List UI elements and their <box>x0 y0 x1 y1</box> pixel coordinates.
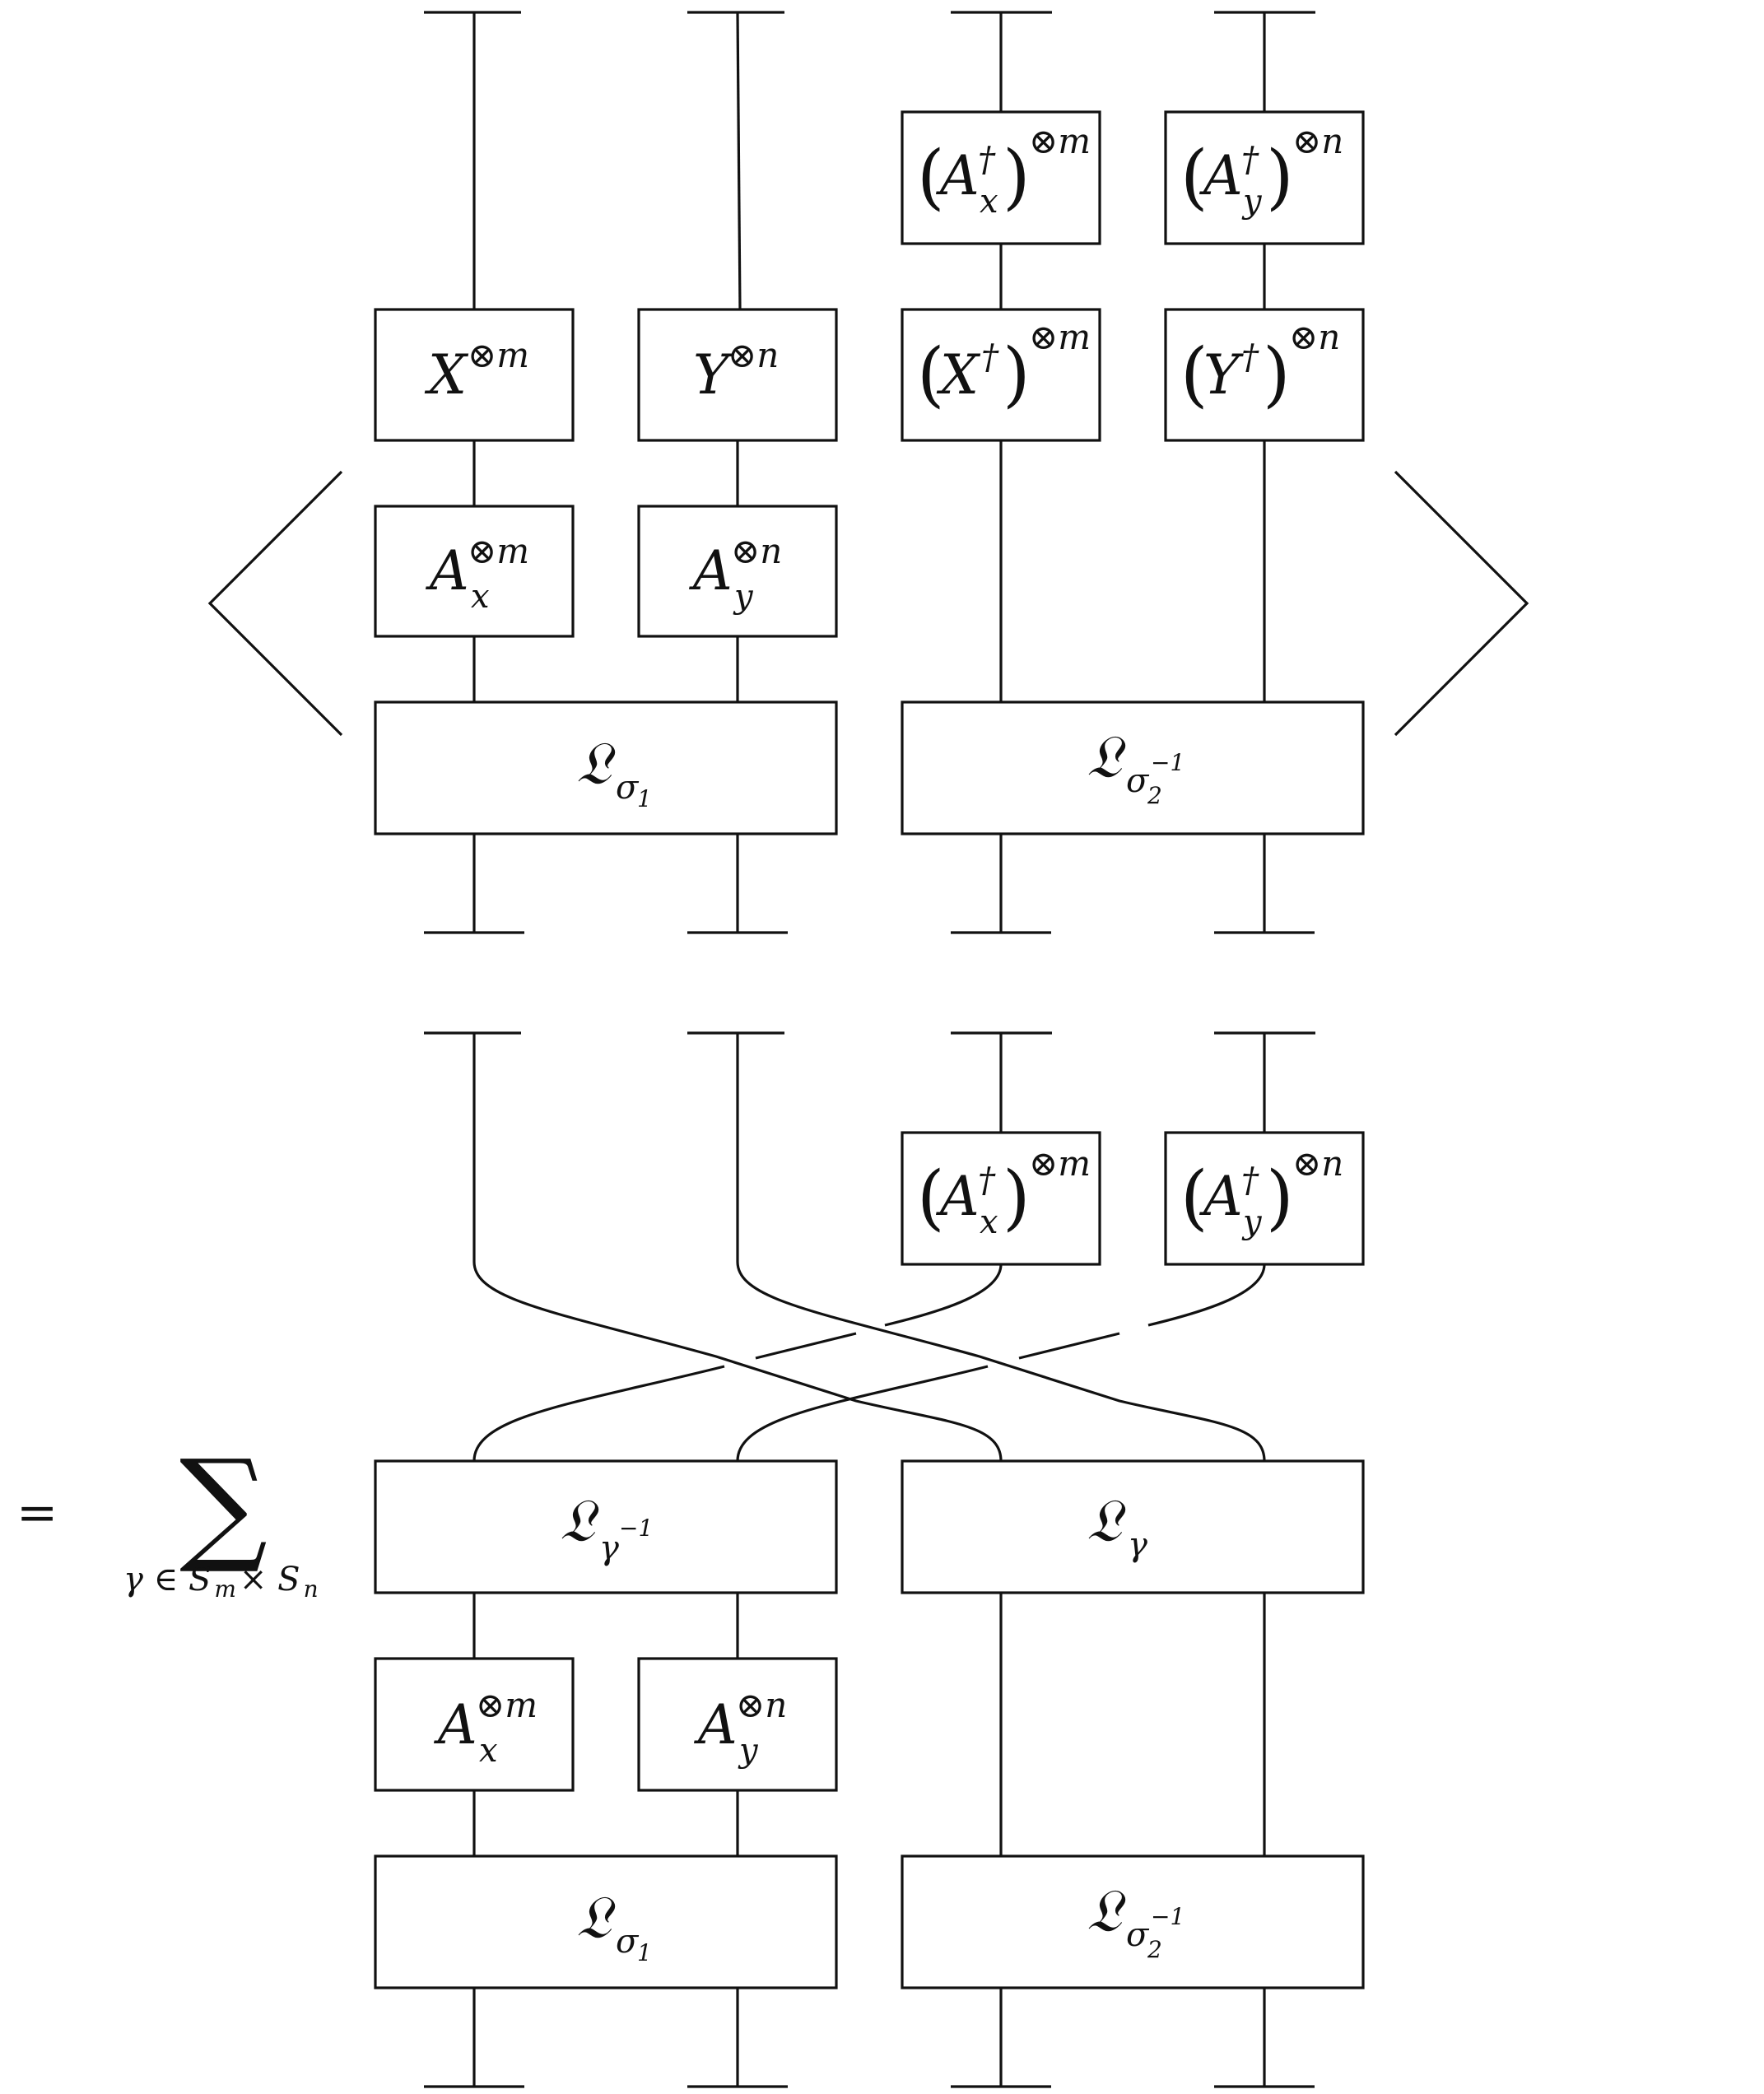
ax-dagger-box <box>901 110 1101 245</box>
y-dagger-label: ( Y † ) ⊗n <box>1180 317 1340 416</box>
bottom-l-sigma2-inv-label: 𝔏 σ 2 −1 <box>1087 1876 1185 1963</box>
x-tensor-box <box>374 308 575 442</box>
bottom-wires <box>424 1031 1315 2088</box>
y-dagger-box <box>1164 308 1365 442</box>
sum-symbol: ∑ <box>179 1434 268 1577</box>
crossing-wire-y <box>736 1261 1266 1462</box>
ax-box <box>374 505 575 638</box>
bottom-ax-box <box>374 1657 575 1792</box>
l-gamma-label: 𝔏 γ <box>1087 1486 1147 1564</box>
x-dagger-box <box>901 308 1101 442</box>
l-sigma1-box <box>374 700 838 835</box>
crossing-wire-ax-dagger <box>472 1263 1003 1462</box>
ay-dagger-box <box>1164 110 1365 245</box>
bottom-ay-dagger-label: ( A † y ) ⊗n <box>1180 1143 1343 1241</box>
y-tensor-box <box>637 308 838 442</box>
ay-dagger-label: ( A † y ) ⊗n <box>1180 121 1343 221</box>
crossing-wire-x <box>472 1261 1003 1462</box>
l-sigma1-label: 𝔏 σ 1 <box>576 728 652 812</box>
x-dagger-label: ( X † ) ⊗m <box>917 317 1091 416</box>
top-diagram: ( A † x ) ⊗m ( A † y ) ⊗n X ⊗m Y ⊗n ( X … <box>207 11 1529 934</box>
bottom-ay-box <box>637 1657 838 1792</box>
top-wires <box>424 11 1315 934</box>
ax-label: A ⊗m x <box>425 531 533 616</box>
bottom-l-sigma2-inv-box <box>901 1854 1365 1989</box>
bottom-ax-dagger-box <box>901 1131 1101 1266</box>
l-sigma2-inv-box <box>901 700 1365 835</box>
l-gamma-inv-box <box>374 1459 838 1594</box>
sum-index: γ ∈ S m × S n <box>123 1561 319 1603</box>
l-gamma-box <box>901 1459 1365 1594</box>
bottom-ay-dagger-box <box>1164 1131 1365 1266</box>
bottom-diagram: = ∑ γ ∈ S m × S n <box>16 1031 1365 2088</box>
bottom-ax-label: A ⊗m x <box>433 1685 541 1770</box>
bottom-ax-dagger-label: ( A † x ) ⊗m <box>917 1143 1091 1241</box>
l-sigma2-inv-label: 𝔏 σ 2 −1 <box>1087 722 1185 809</box>
ay-box <box>637 505 838 638</box>
equals-sign: = <box>16 1484 58 1542</box>
l-gamma-inv-label: 𝔏 γ −1 <box>560 1486 653 1567</box>
ax-dagger-label: ( A † x ) ⊗m <box>917 121 1091 221</box>
y-tensor-label: Y ⊗n <box>693 335 779 407</box>
bottom-ay-label: A ⊗n y <box>693 1685 790 1770</box>
bottom-l-sigma1-label: 𝔏 σ 1 <box>576 1882 652 1966</box>
ay-label: A ⊗n y <box>688 531 785 616</box>
left-angle-bracket <box>207 470 343 737</box>
right-angle-bracket <box>1394 470 1529 737</box>
crossing-wire-ay-dagger <box>736 1263 1266 1462</box>
x-tensor-label: X ⊗m <box>424 335 529 407</box>
bottom-l-sigma1-box <box>374 1854 838 1989</box>
